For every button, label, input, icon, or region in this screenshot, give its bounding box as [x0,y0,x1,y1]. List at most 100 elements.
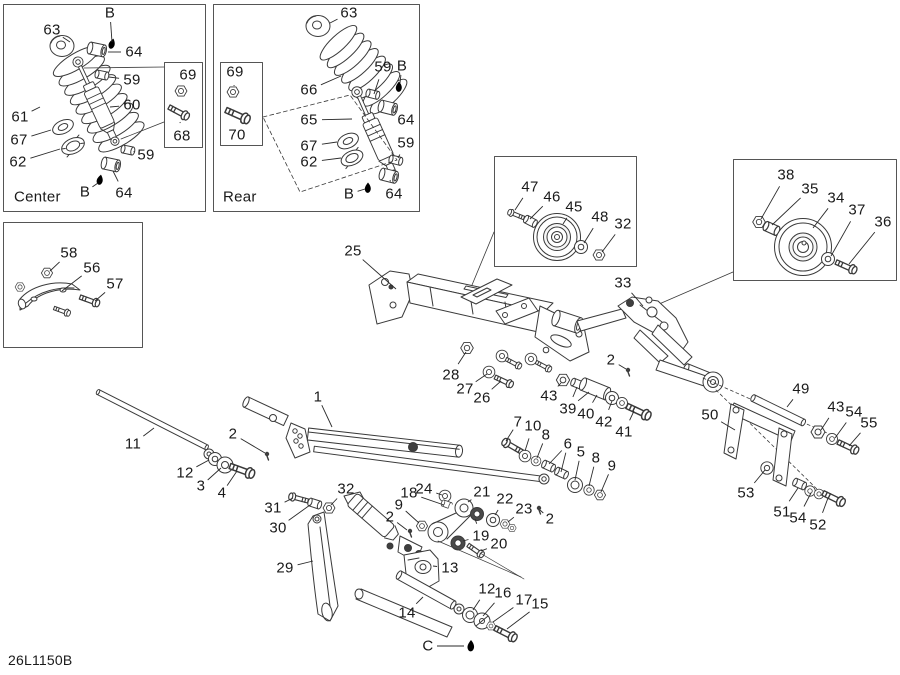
part-callout-11: 11 [124,435,142,453]
leader-line [143,427,155,437]
part-callout-8: 8 [591,449,601,467]
leader-line [321,157,342,161]
part-callout-46: 46 [543,188,561,206]
leader-line [583,227,594,244]
leader-line [601,234,616,253]
part-callout-41: 41 [615,423,633,441]
part-callout-4: 4 [217,484,227,502]
part-callout-28: 28 [442,366,460,384]
part-callout-48: 48 [591,208,609,226]
part-callout-67: 67 [300,137,318,155]
leader-line [562,217,568,225]
leader-line [529,205,544,220]
part-callout-62: 62 [9,153,27,171]
part-callout-64: 64 [115,184,133,202]
part-callout-70: 70 [228,126,246,144]
part-callout-6: 6 [563,435,573,453]
leader-line [357,188,366,192]
part-callout-45: 45 [565,198,583,216]
part-callout-20: 20 [490,535,508,553]
part-callout-62: 62 [300,153,318,171]
pivot-hardware-row [555,373,654,423]
part-callout-53: 53 [737,484,755,502]
leader-line [321,118,353,121]
leader-line [94,292,106,302]
leader-line [207,467,222,481]
leader-line [284,497,294,503]
part-callout-60: 60 [123,96,141,114]
leader-line [600,474,609,493]
leader-line [62,36,71,43]
leader-line [457,351,467,365]
leader-line [480,548,488,552]
leader-line [536,443,544,459]
section-label-center: Center [14,188,61,206]
idler-box-2-frame [733,159,897,281]
part-callout-24: 24 [415,480,433,498]
part-callout-26: 26 [473,389,491,407]
part-callout-35: 35 [801,180,819,198]
part-callout-12: 12 [478,580,496,598]
leader-line [848,432,861,447]
leader-line [436,492,443,496]
front-arm-assembly [95,389,550,485]
installed-shock [343,491,423,563]
part-callout-2: 2 [545,510,555,528]
part-callout-13: 13 [441,559,459,577]
part-callout-2: 2 [385,508,395,526]
leader-line [31,106,41,112]
idler-box-1-frame [494,156,637,267]
part-callout-5: 5 [576,443,586,461]
section-label-rear: Rear [223,188,257,206]
leader-line [110,21,113,43]
leader-line [394,110,397,113]
idler-wheel-assembly-2 [642,216,859,312]
leader-line [321,141,338,145]
leader-line [577,391,590,402]
leader-line [753,469,766,484]
shaft-hardware-row [499,436,606,501]
leader-line [329,18,338,24]
part-callout-10: 10 [524,417,542,435]
part-callout-C: C [422,637,434,655]
part-callout-69: 69 [226,63,244,81]
leader-line [631,292,644,307]
part-callout-3: 3 [196,477,206,495]
part-callout-59: 59 [137,146,155,164]
leader-line [572,386,578,398]
part-callout-39: 39 [559,400,577,418]
leader-line [421,496,445,506]
leader-line [507,516,515,523]
leader-line [788,487,799,502]
leader-line [61,275,82,292]
leader-line [399,74,402,84]
part-callout-54: 54 [845,403,863,421]
leader-line [112,170,119,182]
leader-line [330,498,338,506]
idler-wheel-assembly-1 [471,207,606,286]
lower-strut-assembly [287,491,339,622]
linkage-cluster [407,489,542,580]
leader-line [548,450,563,465]
part-callout-14: 14 [398,604,416,622]
leader-line [539,509,544,514]
part-callout-18: 18 [400,484,418,502]
leader-line [803,492,812,507]
leader-line [557,382,562,387]
part-callout-63: 63 [43,21,61,39]
part-callout-29: 29 [276,559,294,577]
leader-line [297,560,314,566]
rear-box-frame [213,4,420,212]
part-callout-43: 43 [827,398,845,416]
leader-line [834,422,847,439]
leader-line [848,231,876,265]
leader-line [472,599,481,611]
leader-line [92,182,99,188]
part-callout-23: 23 [515,500,533,518]
leader-line [240,438,266,454]
part-callout-63: 63 [340,4,358,22]
leader-line [760,186,780,220]
leader-line [505,429,514,442]
rear-shock-assembly [223,15,408,194]
